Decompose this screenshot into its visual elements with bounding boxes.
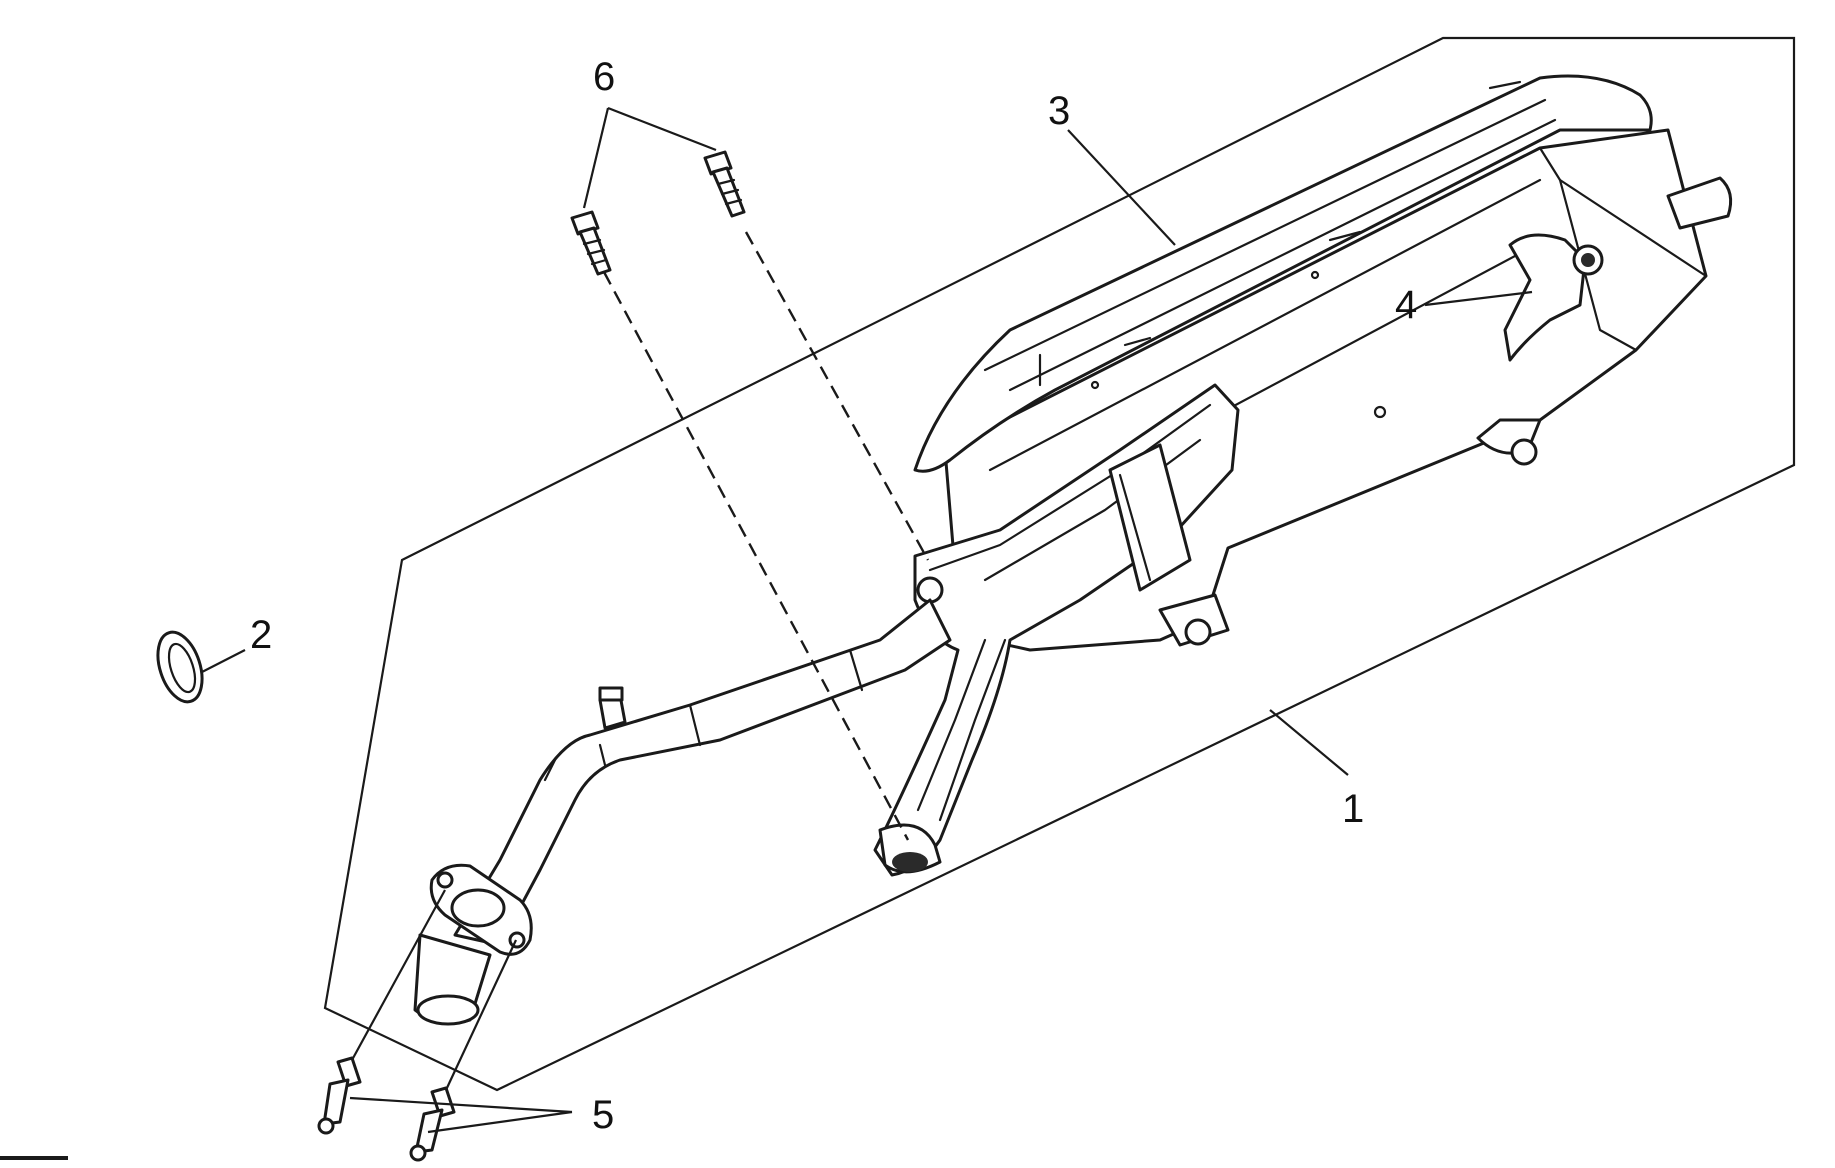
leader-6-a bbox=[582, 107, 610, 209]
flange-opening bbox=[450, 888, 506, 928]
gasket bbox=[156, 630, 204, 704]
upper-bolt-right bbox=[703, 150, 746, 218]
lower-mount-hole bbox=[892, 852, 928, 872]
leader-3 bbox=[1067, 129, 1176, 246]
leader-4 bbox=[1424, 290, 1533, 307]
callout-3: 3 bbox=[1048, 89, 1070, 133]
rubber-damper bbox=[1503, 233, 1604, 362]
assembly-line-bolt-5-right bbox=[445, 939, 517, 1091]
upper-bolt-left bbox=[570, 210, 612, 276]
heat-shield bbox=[913, 74, 1653, 473]
leader-5-b bbox=[427, 1110, 573, 1134]
callout-1: 1 bbox=[1342, 787, 1364, 831]
mounting-bracket bbox=[873, 383, 1240, 877]
leader-5-a bbox=[349, 1096, 573, 1114]
assembly-line-bolt-6-right bbox=[744, 231, 930, 561]
callout-4: 4 bbox=[1395, 283, 1417, 327]
assembly-line-bolt-5-left bbox=[351, 889, 446, 1061]
callout-6: 6 bbox=[593, 55, 615, 99]
callout-2: 2 bbox=[250, 613, 272, 657]
lower-bolt-left bbox=[317, 1056, 362, 1135]
leader-2 bbox=[201, 649, 246, 673]
assembly-line-bolt-6-left bbox=[602, 271, 910, 841]
assembly-frame bbox=[323, 36, 1796, 1092]
lower-bolt-right bbox=[409, 1086, 456, 1162]
leader-1 bbox=[1269, 709, 1349, 776]
leader-6-b bbox=[607, 106, 717, 152]
exhaust-pipe bbox=[413, 598, 952, 1026]
callout-5: 5 bbox=[592, 1093, 614, 1137]
